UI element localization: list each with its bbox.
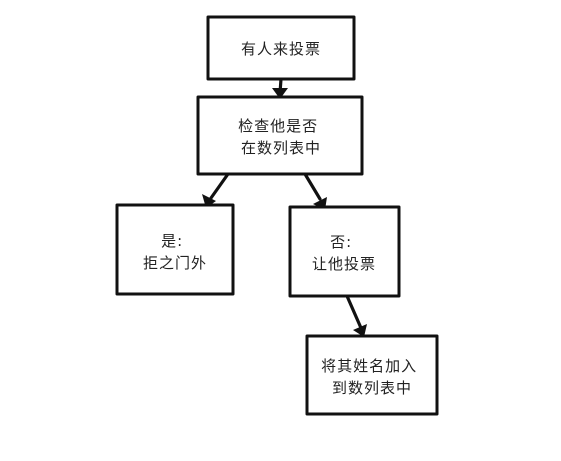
label-add-line-1: 将其姓名加入	[321, 357, 417, 375]
label-yes-line-1: 是:	[161, 232, 183, 250]
connectors	[202, 77, 367, 337]
connector-no-to-add	[345, 294, 363, 330]
label-check: 检查他是否 在数列表中	[238, 117, 324, 157]
label-check-line-1: 检查他是否	[238, 117, 318, 135]
label-no-line-1: 否:	[330, 233, 352, 251]
label-yes: 是: 拒之门外	[143, 232, 207, 272]
label-add: 将其姓名加入 到数列表中	[321, 357, 423, 397]
connector-check-to-yes	[209, 172, 230, 200]
label-add-line-2: 到数列表中	[332, 379, 412, 397]
arrowhead-start-to-check	[272, 88, 288, 99]
arrowhead-no-to-add	[353, 324, 367, 337]
label-check-line-2: 在数列表中	[241, 139, 321, 157]
box-add	[305, 334, 439, 416]
connector-check-to-no	[303, 172, 322, 201]
label-yes-line-2: 拒之门外	[143, 254, 207, 272]
label-start: 有人来投票	[241, 40, 321, 58]
label-no: 否: 让他投票	[312, 233, 376, 273]
box-yes	[115, 203, 235, 296]
box-no	[288, 205, 401, 298]
label-start-line-1: 有人来投票	[241, 40, 321, 58]
label-no-line-2: 让他投票	[312, 255, 376, 273]
box-check	[196, 95, 364, 176]
box-start	[206, 15, 356, 81]
